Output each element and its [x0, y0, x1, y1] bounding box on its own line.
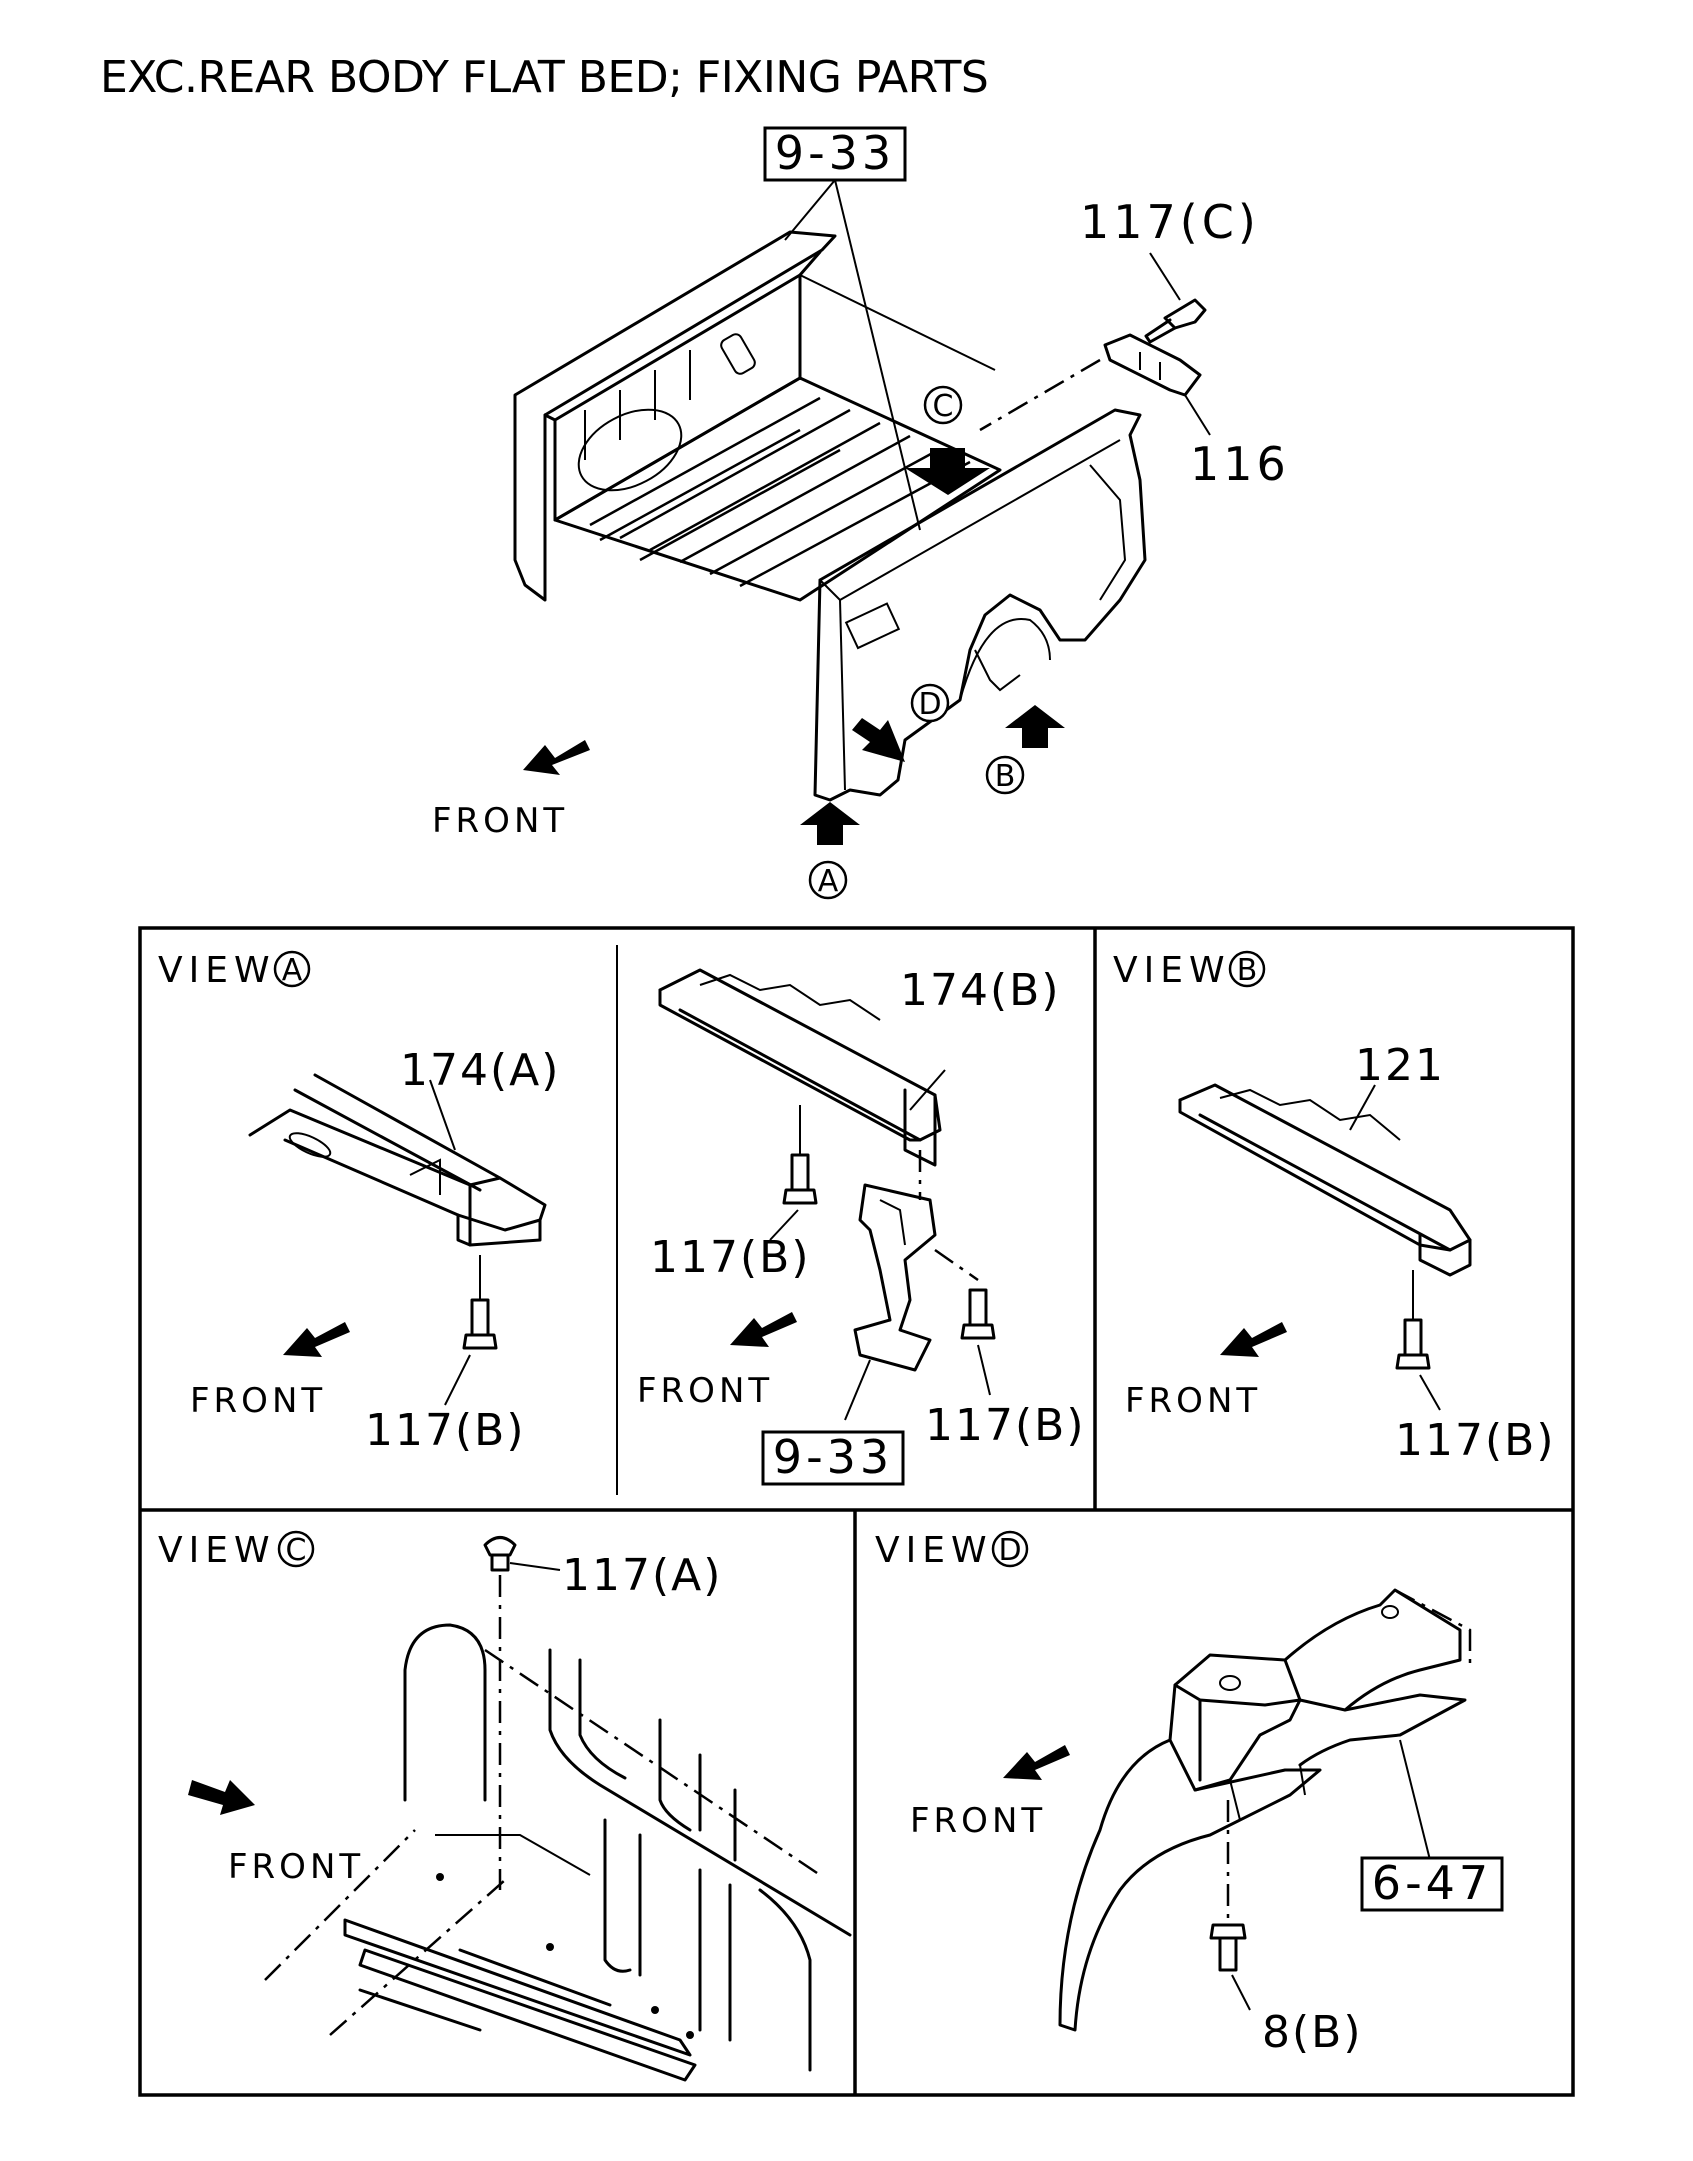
front-label: FRONT: [910, 1801, 1046, 1841]
bolt-117b[interactable]: [462, 1298, 498, 1350]
front-label: FRONT: [190, 1381, 326, 1421]
label-117b-left: 117(B): [650, 1232, 811, 1283]
main-view: 9-33: [432, 126, 1290, 900]
marker-c: C: [933, 389, 954, 424]
view-d-title: VIEW: [875, 1530, 993, 1571]
page-title: EXC.REAR BODY FLAT BED; FIXING PARTS: [100, 52, 989, 103]
front-label: FRONT: [432, 801, 568, 841]
ref-box-9-33-label: 9-33: [773, 1430, 893, 1484]
front-label: FRONT: [637, 1371, 773, 1411]
leader-line: [1149, 252, 1181, 301]
front-arrow-icon: [1220, 1322, 1287, 1357]
view-c-title: VIEW: [158, 1530, 276, 1571]
ref-box-9-33[interactable]: 9-33: [761, 1430, 905, 1486]
bolt-117a[interactable]: [483, 1536, 517, 1572]
bracket-9-33[interactable]: [853, 1183, 937, 1372]
ref-box-9-33[interactable]: 9-33: [763, 126, 907, 182]
front-arrow-icon: [523, 740, 590, 775]
view-b-marker: B: [1237, 953, 1258, 988]
bolt-117c[interactable]: [1144, 298, 1207, 344]
marker-a: A: [818, 864, 839, 899]
dashed-guide: [979, 358, 1101, 432]
label-116: 116: [1190, 437, 1290, 491]
detail-panels-frame: [138, 926, 1575, 2097]
panel-view-a-detail: 174(B) 117(B) 117(B) 9-33 FRONT: [637, 965, 1086, 1486]
part-174a[interactable]: [248, 1073, 547, 1247]
leader-line: [1184, 394, 1211, 436]
leader-line: [834, 179, 921, 531]
front-arrow-icon: [283, 1322, 350, 1357]
view-arrow-c[interactable]: C: [905, 385, 990, 495]
bolt-117b[interactable]: [1395, 1318, 1431, 1370]
ref-box-9-33-label: 9-33: [775, 126, 895, 180]
clip-8b[interactable]: [1209, 1923, 1247, 1972]
panel-view-c: VIEW C 117(A): [158, 1530, 852, 2082]
view-d-marker: D: [998, 1533, 1021, 1568]
label-117b: 117(B): [1395, 1415, 1556, 1466]
label-8b: 8(B): [1262, 2007, 1363, 2058]
part-121[interactable]: [1178, 1083, 1472, 1277]
view-a-title: VIEW: [158, 950, 276, 991]
label-174b: 174(B): [900, 965, 1061, 1016]
view-arrow-a[interactable]: A: [800, 802, 860, 900]
bolt-117b-left[interactable]: [782, 1153, 818, 1205]
label-174a: 174(A): [400, 1045, 560, 1096]
mudguard-6-47[interactable]: [1058, 1588, 1472, 2032]
marker-d: D: [918, 687, 941, 722]
rear-body-bed: [513, 230, 1147, 802]
marker-b: B: [995, 759, 1016, 794]
panel-view-b: VIEW B 121 117(B) FRONT: [1113, 950, 1556, 1466]
front-arrow-icon: [188, 1780, 255, 1815]
front-arrow-icon: [1003, 1745, 1070, 1780]
leader-line: [784, 179, 836, 241]
view-a-marker: A: [282, 953, 303, 988]
front-label: FRONT: [228, 1847, 364, 1887]
view-arrow-b[interactable]: B: [985, 705, 1065, 795]
view-c-marker: C: [286, 1533, 307, 1568]
label-117c: 117(C): [1080, 195, 1260, 249]
front-arrow-icon: [730, 1312, 797, 1347]
ref-box-6-47[interactable]: 6-47: [1360, 1856, 1504, 1912]
label-121: 121: [1355, 1040, 1445, 1091]
bolt-117b-right[interactable]: [960, 1288, 996, 1340]
bed-floor-detail: [264, 1623, 852, 2082]
front-label: FRONT: [1125, 1381, 1261, 1421]
view-arrow-d[interactable]: D: [852, 683, 950, 762]
part-116-hinge[interactable]: [1103, 333, 1202, 397]
view-b-title: VIEW: [1113, 950, 1231, 991]
ref-box-6-47-label: 6-47: [1372, 1856, 1492, 1910]
panel-view-a: VIEW A 174(A) 117(B) FRONT: [158, 950, 560, 1456]
panel-view-d: VIEW D 6-47 8(B) FRONT: [875, 1530, 1504, 2058]
label-117b-right: 117(B): [925, 1400, 1086, 1451]
label-117b: 117(B): [365, 1405, 526, 1456]
label-117a: 117(A): [562, 1550, 722, 1601]
